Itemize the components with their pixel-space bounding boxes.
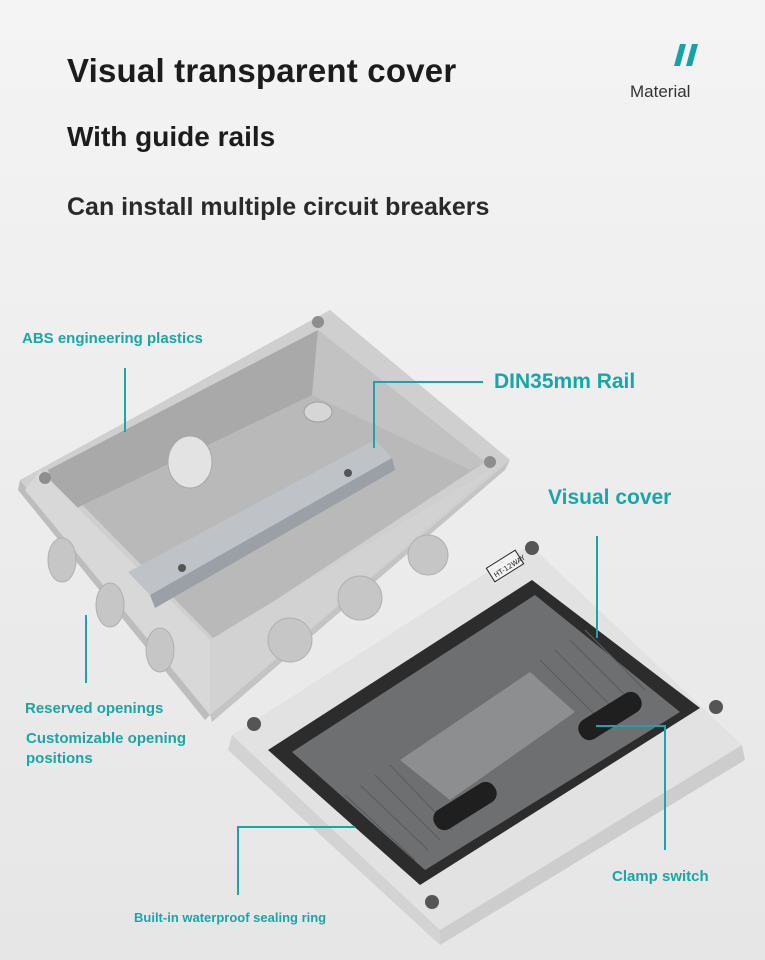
double-slash-icon	[674, 44, 698, 66]
callout-visual-cover: Visual cover	[548, 486, 672, 509]
headline-circuit-breakers: Can install multiple circuit breakers	[67, 193, 490, 221]
callout-reserved-openings: Reserved openings	[25, 700, 164, 717]
callout-din-rail: DIN35mm Rail	[494, 370, 636, 393]
callout-clamp-switch: Clamp switch	[612, 868, 709, 885]
din-rail	[128, 440, 395, 608]
callout-abs-plastics: ABS engineering plastics	[22, 330, 203, 347]
leader-lines	[85, 368, 666, 895]
callout-customizable-positions: Customizable opening positions	[26, 730, 187, 767]
material-label: Material	[630, 82, 691, 101]
transparent-cover: HT-12WAY	[228, 541, 745, 945]
headline-guide-rails: With guide rails	[67, 121, 276, 152]
callout-sealing-ring: Built-in waterproof sealing ring	[134, 910, 327, 925]
headline-visual-cover: Visual transparent cover	[67, 52, 457, 89]
